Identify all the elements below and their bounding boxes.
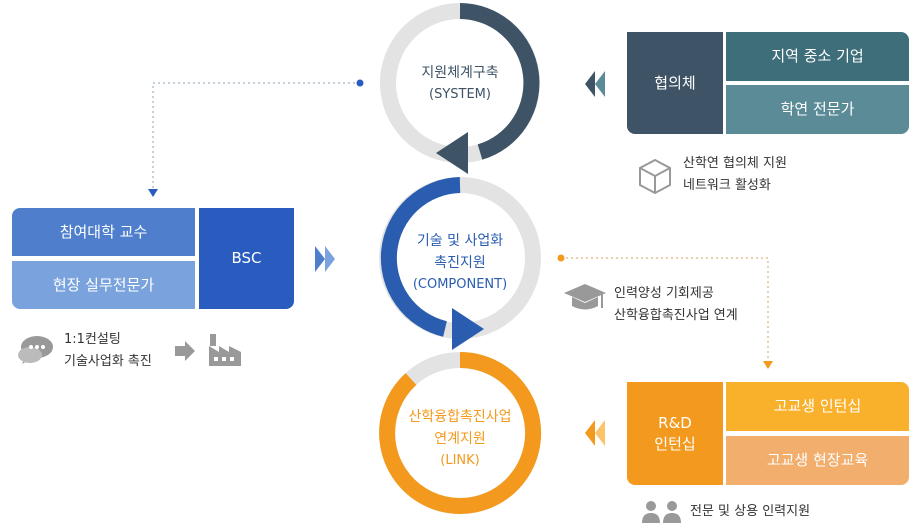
system-ring-arrowhead [436, 132, 468, 174]
rnd-item-field-education-label: 고교생 현장교육 [766, 451, 869, 469]
bsc-down-arrowhead [148, 189, 158, 197]
rnd-item-internship: 고교생 인턴십 [726, 382, 909, 431]
consortium-item-sme: 지역 중소 기업 [726, 32, 909, 81]
consortium-item-expert-label: 학연 전문가 [780, 100, 855, 118]
rnd-item-field-education: 고교생 현장교육 [726, 436, 909, 485]
bsc-note-line2: 기술사업화 촉진 [64, 354, 152, 369]
chat-bubbles-icon [18, 336, 53, 364]
link-title-line2: 연계지원 [434, 431, 486, 447]
bsc-item-professor: 참여대학 교수 [12, 208, 195, 256]
people-icon [642, 501, 681, 523]
rnd-box: R&D 인턴십 [627, 382, 723, 485]
bsc-box: BSC [199, 208, 294, 309]
component-title-line2: 촉진지원 [434, 255, 486, 271]
talent-note-line1: 인력양성 기회제공 [614, 286, 714, 301]
rnd-down-arrowhead [763, 361, 773, 369]
bsc-item-professor-label: 참여대학 교수 [59, 222, 148, 241]
cube-icon [639, 158, 671, 195]
talent-note: 인력양성 기회제공 산학융합촉진사업 연계 [614, 283, 738, 327]
bsc-chevrons-icon [315, 246, 335, 272]
link-sub: (LINK) [440, 453, 480, 468]
link-label: 산학융합촉진사업 연계지원 (LINK) [385, 406, 535, 472]
rnd-chevrons-icon [585, 420, 605, 446]
link-title-line1: 산학융합촉진사업 [408, 409, 512, 425]
consortium-note-line1: 산학연 협의체 지원 [683, 156, 787, 171]
component-label: 기술 및 사업화 촉진지원 (COMPONENT) [385, 230, 535, 296]
arrow-right-icon [175, 341, 195, 361]
consortium-item-sme-label: 지역 중소 기업 [771, 47, 864, 65]
system-label: 지원체계구축 (SYSTEM) [385, 62, 535, 106]
cycle-rings [379, 3, 542, 514]
talent-note-line2: 산학융합촉진사업 연계 [614, 308, 738, 323]
bsc-note-line1: 1:1컨설팅 [64, 332, 121, 347]
component-dot [557, 254, 565, 262]
rnd-label-line1: R&D [658, 413, 692, 432]
component-ring-arc [380, 177, 461, 337]
component-to-rnd-dotted-line [561, 257, 769, 365]
consortium-label: 협의체 [654, 73, 696, 92]
bsc-note: 1:1컨설팅 기술사업화 촉진 [64, 329, 152, 373]
rnd-item-internship-label: 고교생 인턴십 [773, 397, 862, 415]
system-dot [356, 79, 364, 87]
graduation-cap-icon [564, 284, 606, 310]
consortium-item-expert: 학연 전문가 [726, 85, 909, 134]
system-sub: (SYSTEM) [429, 87, 491, 102]
link-ring-arc [379, 352, 542, 514]
bsc-item-field-expert-label: 현장 실무전문가 [52, 275, 155, 294]
consortium-chevrons-icon [585, 71, 605, 97]
component-title-line1: 기술 및 사업화 [416, 233, 504, 249]
consortium-note: 산학연 협의체 지원 네트워크 활성화 [683, 153, 787, 197]
consortium-note-line2: 네트워크 활성화 [683, 178, 771, 193]
bsc-label: BSC [231, 249, 262, 267]
consortium-box: 협의체 [627, 32, 723, 134]
component-sub: (COMPONENT) [412, 277, 508, 292]
system-title: 지원체계구축 [421, 65, 499, 81]
factory-icon [209, 334, 241, 366]
component-ring-arrowhead [452, 308, 484, 350]
system-to-bsc-dotted-line [152, 82, 360, 194]
bsc-item-field-expert: 현장 실무전문가 [12, 261, 195, 309]
system-ring-arc [459, 3, 540, 160]
rnd-note: 전문 및 상용 인력지원 [690, 504, 811, 519]
rnd-label-line2: 인턴십 [654, 434, 696, 453]
